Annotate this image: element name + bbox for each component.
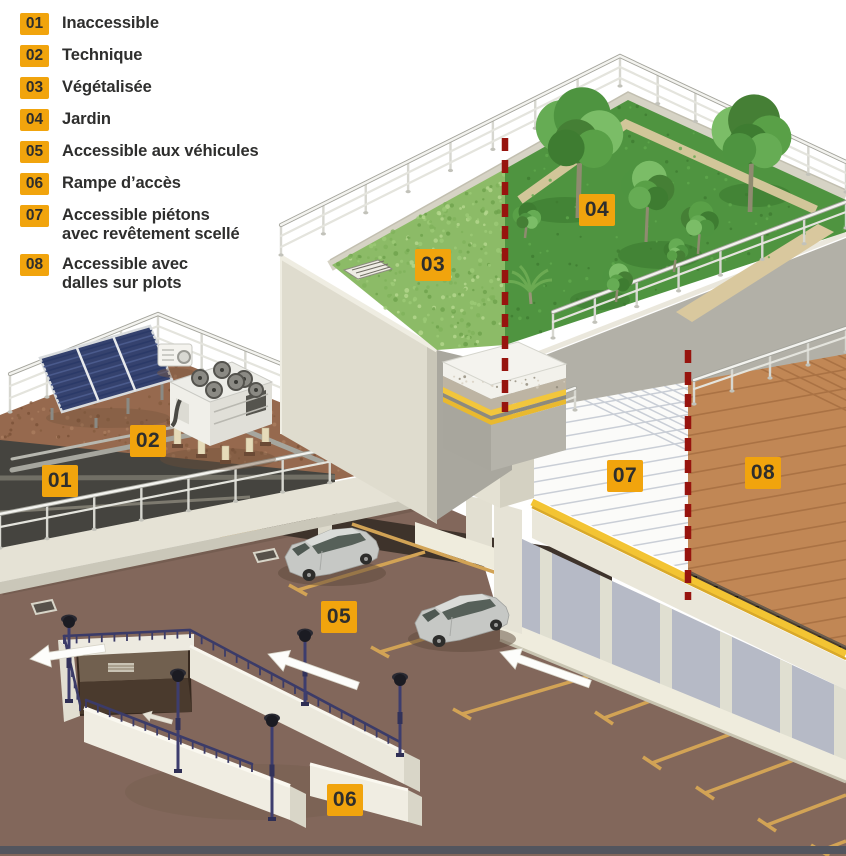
street-lamp	[264, 713, 280, 821]
zone-badge-02: 02	[130, 425, 166, 457]
chiller-fans	[191, 361, 264, 399]
legend-badge-06: 06	[20, 173, 49, 195]
zone-badge-07: 07	[607, 460, 643, 492]
street-lamp	[170, 668, 186, 773]
legend-badge-08: 08	[20, 254, 49, 276]
legend-badge-03: 03	[20, 77, 49, 99]
parked-cars	[278, 527, 516, 652]
direction-arrow-icon	[267, 649, 360, 691]
legend-badge-01: 01	[20, 13, 49, 35]
legend-item-08: 08 Accessible avec dalles sur plots	[20, 254, 320, 293]
legend-item-04: 04 Jardin	[20, 109, 320, 131]
legend-label-08: Accessible avec dalles sur plots	[62, 255, 189, 292]
car	[408, 593, 516, 652]
ac-unit	[157, 343, 195, 378]
ramp-wall	[190, 646, 404, 784]
legend-label-03: Végétalisée	[62, 78, 152, 96]
zone-badge-08: 08	[745, 457, 781, 489]
legend-label-05: Accessible aux véhicules	[62, 142, 259, 160]
zone-badge-04: 04	[579, 194, 615, 226]
access-ramp	[58, 628, 422, 828]
roof-layers-cutaway	[441, 341, 568, 471]
legend-item-03: 03 Végétalisée	[20, 77, 320, 99]
legend-label-01: Inaccessible	[62, 14, 159, 32]
garden-path	[676, 224, 834, 322]
direction-arrow-icon	[29, 643, 107, 668]
legend-label-06: Rampe d’accès	[62, 174, 181, 192]
ramp-wall	[84, 708, 290, 820]
traffic-direction-arrows	[29, 643, 592, 691]
building-wall	[281, 257, 437, 524]
legend-label-07: Accessible piétons avec revêtement scell…	[62, 206, 240, 243]
ramp-direction-arrow-icon	[142, 710, 174, 725]
legend-badge-04: 04	[20, 109, 49, 131]
legend-label-04: Jardin	[62, 110, 111, 128]
solar-panels	[38, 324, 174, 428]
street-lamp	[61, 614, 77, 703]
slab-on-pedestal-terrace	[688, 354, 846, 648]
legend-label-02: Technique	[62, 46, 143, 64]
zone-badge-06: 06	[327, 784, 363, 816]
direction-arrow-icon	[499, 647, 592, 689]
legend-badge-02: 02	[20, 45, 49, 67]
garden-building	[278, 53, 846, 524]
legend-item-05: 05 Accessible aux véhicules	[20, 141, 320, 163]
garden-trees	[512, 87, 792, 303]
skylight-grate	[342, 259, 394, 280]
car	[278, 527, 386, 586]
street-lamps	[61, 614, 408, 821]
legend-item-02: 02 Technique	[20, 45, 320, 67]
legend-item-07: 07 Accessible piétons avec revêtement sce…	[20, 205, 320, 244]
street-lamp	[392, 672, 408, 757]
zone-badge-01: 01	[42, 465, 78, 497]
drain-grate	[30, 547, 280, 616]
zone-badge-05: 05	[321, 601, 357, 633]
legend: 01 Inaccessible 02 Technique 03 Végétalisée 04…	[20, 13, 320, 303]
legend-badge-05: 05	[20, 141, 49, 163]
zone-badge-03: 03	[415, 249, 451, 281]
legend-item-06: 06 Rampe d’accès	[20, 173, 320, 195]
legend-badge-07: 07	[20, 205, 49, 227]
legend-item-01: 01 Inaccessible	[20, 13, 320, 35]
technical-roof	[0, 311, 428, 594]
illustration-bottom-edge	[0, 846, 846, 854]
hvac-chiller-unit	[160, 361, 276, 470]
glass-facade	[500, 538, 846, 764]
ramp-handrails	[62, 628, 402, 772]
